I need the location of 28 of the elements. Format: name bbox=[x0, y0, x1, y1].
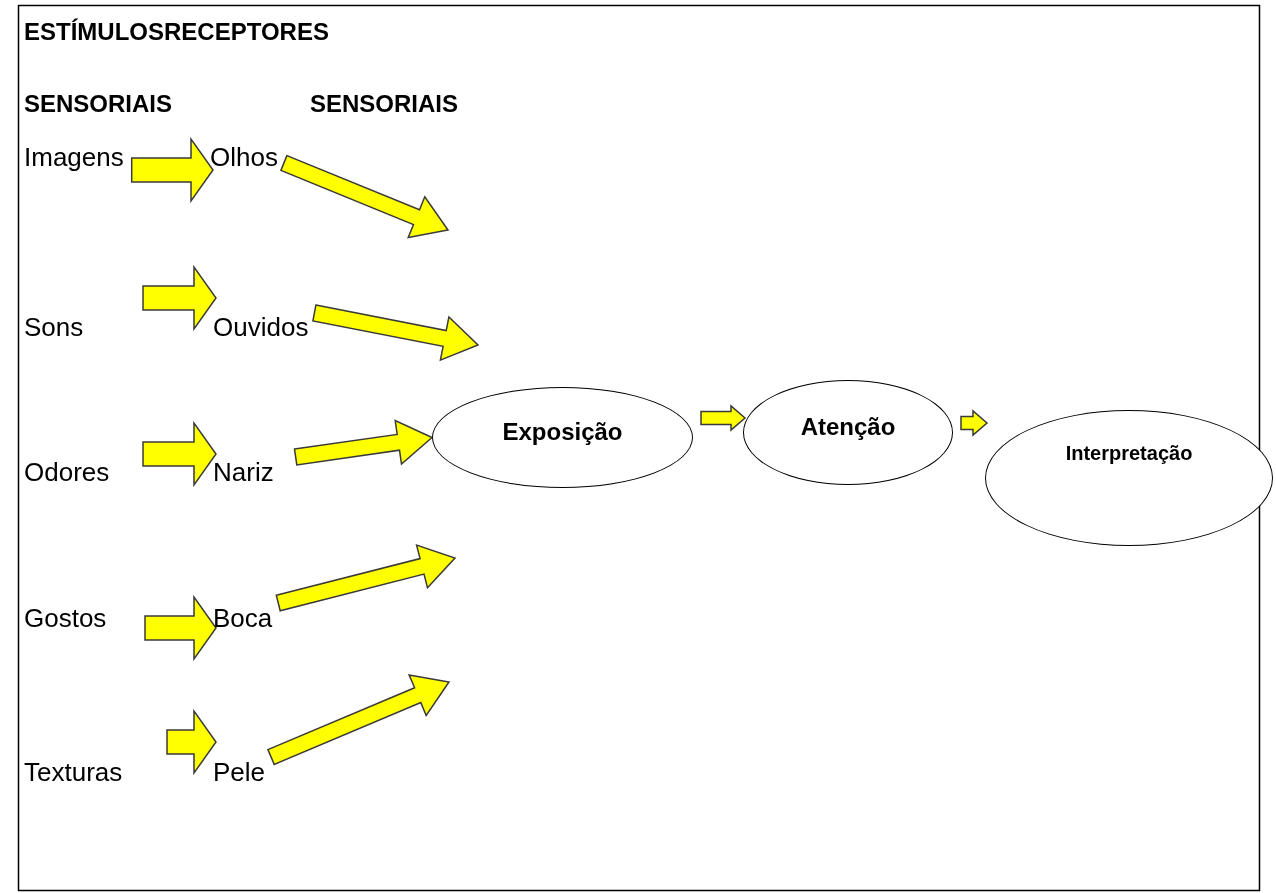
sense-text: Texturas bbox=[24, 757, 123, 787]
sense-text: Olhos bbox=[210, 142, 278, 172]
block-arrow bbox=[144, 594, 217, 662]
block-arrow bbox=[142, 420, 217, 488]
block-arrow bbox=[700, 404, 747, 432]
sense-text: Imagens bbox=[24, 142, 124, 172]
stage-label: Interpretação bbox=[1065, 441, 1193, 465]
block-arrow bbox=[293, 419, 434, 466]
stage-label: Atenção bbox=[800, 412, 896, 441]
block-arrow bbox=[142, 264, 217, 332]
column-heading: SENSORIAIS bbox=[310, 90, 459, 118]
sense-text: Ouvidos bbox=[213, 312, 309, 342]
block-arrow bbox=[960, 409, 989, 437]
block-arrow bbox=[279, 154, 450, 239]
sense-text: Boca bbox=[213, 603, 273, 633]
block-arrow bbox=[266, 673, 451, 766]
sense-text: Nariz bbox=[213, 457, 274, 487]
block-arrow bbox=[166, 708, 217, 776]
column-heading: ESTÍMULOSRECEPTORES bbox=[24, 18, 329, 46]
sense-text: Sons bbox=[24, 312, 84, 342]
sense-text: Gostos bbox=[24, 603, 107, 633]
stage-label: Exposição bbox=[502, 417, 623, 446]
block-arrow bbox=[275, 543, 457, 612]
block-arrow bbox=[130, 136, 214, 204]
column-heading: SENSORIAIS bbox=[24, 90, 173, 118]
block-arrow bbox=[312, 304, 480, 362]
sense-text: Pele bbox=[213, 757, 266, 787]
sense-text: Odores bbox=[24, 457, 110, 487]
